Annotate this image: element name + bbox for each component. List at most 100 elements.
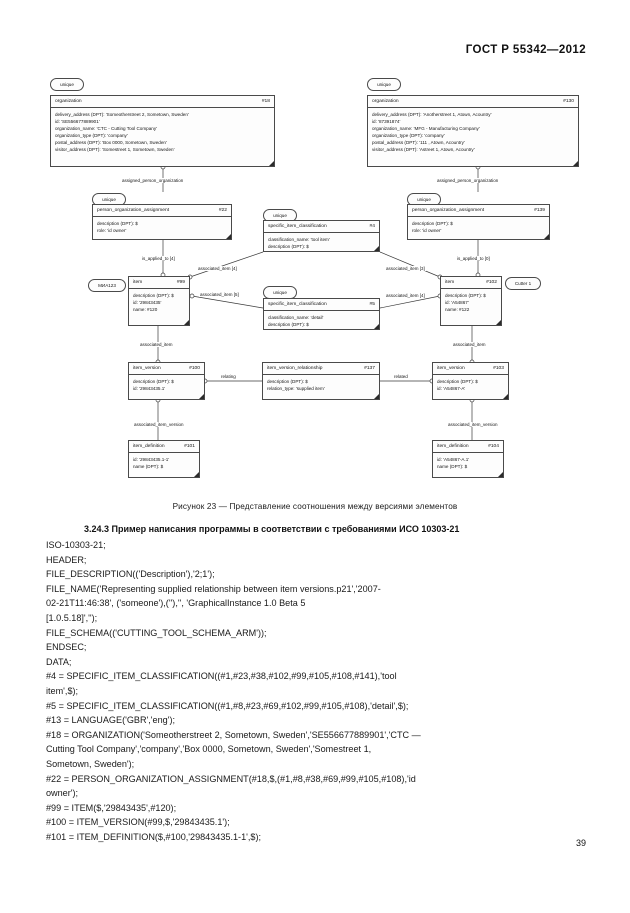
node-ref: #130	[563, 99, 574, 104]
node-attr: id: 'A54867'	[445, 299, 469, 305]
node-attr: description (DPT): $	[97, 220, 138, 226]
node-body: description (DPT): $ role: 'id owner'	[408, 217, 549, 237]
node-title: item_version	[437, 366, 465, 371]
node-title-row: item_definition #104	[433, 441, 503, 454]
node-body: description (DPT): $ relation_type: 'sup…	[263, 375, 379, 395]
code-line: FILE_DESCRIPTION(('Description'),'2;1');	[46, 569, 215, 580]
node-attr: name (DPT): $	[437, 463, 468, 469]
node-title-row: item_version #103	[433, 363, 508, 376]
code-line: 02-21T11:46:38', ('someone'),(''),'', 'G…	[46, 598, 306, 609]
node-attr: description (DPT): $	[133, 292, 174, 298]
node-title: item_version_relationship	[267, 366, 323, 371]
node-body: description (DPT): $ id: '29843435' name…	[129, 289, 189, 316]
node-item-version-103: item_version #103 description (DPT): $ i…	[432, 362, 509, 400]
node-attr: visitor_address (DPT): 'Astreet 1, Atown…	[372, 147, 475, 153]
pill-label: unique	[273, 290, 287, 295]
code-line: ISO-10303-21;	[46, 540, 106, 550]
node-corner-marker	[573, 161, 578, 166]
node-title-row: item_version #100	[129, 363, 204, 376]
code-line: item',$);	[46, 685, 79, 696]
code-line: FILE_SCHEMA(('CUTTING_TOOL_SCHEMA_ARM'))…	[46, 627, 267, 638]
node-attr: description (DPT): $	[133, 378, 174, 384]
node-corner-marker	[194, 472, 199, 477]
node-title-row: item_version_relationship #137	[263, 363, 379, 376]
page-number: 39	[575, 838, 586, 848]
node-title-row: item #99	[129, 277, 189, 290]
node-title-row: specific_item_classification #4	[264, 221, 379, 234]
node-attr: organization_type (DPT): 'company'	[55, 132, 128, 138]
node-attr: id: '29843435.1'	[133, 385, 166, 391]
node-item-102: item #102 description (DPT): $ id: 'A548…	[440, 276, 502, 326]
node-attr: role: 'id owner'	[97, 227, 127, 233]
node-specific-item-classification-5: specific_item_classification #5 classifi…	[263, 298, 380, 330]
node-title: item_definition	[133, 444, 165, 449]
node-title-row: organization #18	[51, 96, 274, 109]
node-ref: #99	[176, 280, 185, 285]
node-ref: #4	[369, 224, 375, 229]
node-title-row: specific_item_classification #5	[264, 299, 379, 312]
node-attr: postal_address (DPT): 'Box 0000, Sometow…	[55, 140, 167, 146]
node-title: item_version	[133, 366, 161, 371]
node-corner-marker	[374, 324, 379, 329]
node-body: id: '29843435.1-1' name (DPT): $	[129, 453, 199, 473]
node-attr: classification_name: 'detail'	[268, 314, 324, 320]
node-person-organization-assignment-139: person_organization_assignment #139 desc…	[407, 204, 550, 240]
code-line: DATA;	[46, 656, 72, 667]
node-title: specific_item_classification	[268, 224, 327, 229]
node-ref: #22	[218, 208, 227, 213]
node-attr: name (DPT): $	[133, 463, 164, 469]
node-attr: id: '87391874'	[372, 118, 401, 124]
code-line: #5 = SPECIFIC_ITEM_CLASSIFICATION((#1,#8…	[46, 700, 409, 711]
node-body: delivery_address (DPT): 'Anotherstreet 1…	[368, 108, 578, 156]
node-ref: #102	[486, 280, 497, 285]
node-body: description (DPT): $ id: '29843435.1'	[129, 375, 204, 395]
node-organization-18: organization #18 delivery_address (DPT):…	[50, 95, 275, 167]
pill-label: unique	[417, 197, 431, 202]
edge-label-assigned-person-organization-left: assigned_person_organization	[121, 178, 185, 183]
edge-label-associated-item-3-right: associated_item [3]	[385, 266, 426, 271]
pill-unique-1: unique	[50, 78, 84, 91]
edge-label-related: related	[393, 374, 409, 379]
node-attr: postal_address (DPT): '111 , Atown, Acou…	[372, 140, 465, 146]
node-corner-marker	[184, 320, 189, 325]
node-specific-item-classification-4: specific_item_classification #4 classifi…	[263, 220, 380, 252]
node-person-organization-assignment-22: person_organization_assignment #22 descr…	[92, 204, 232, 240]
pill-label: Cutter 1	[514, 281, 532, 286]
node-attr: description (DPT): $	[268, 321, 309, 327]
edge-label-associated-item-4-right: associated_item [4]	[385, 293, 426, 298]
node-attr: organization_name: 'MFG - Manufacturing …	[372, 125, 480, 131]
node-title-row: person_organization_assignment #139	[408, 205, 549, 218]
node-attr: description (DPT): $	[445, 292, 486, 298]
node-body: classification_name: 'detail' descriptio…	[264, 311, 379, 331]
node-attr: name: #120	[133, 306, 158, 312]
node-ref: #139	[534, 208, 545, 213]
code-line: ENDSEC;	[46, 642, 87, 653]
code-line: #13 = LANGUAGE('GBR','eng');	[46, 715, 176, 726]
node-attr: classification_name: 'tool item'	[268, 236, 330, 242]
code-line: owner');	[46, 788, 79, 799]
node-attr: id: 'SE556677889901'	[55, 118, 100, 124]
node-ref: #18	[261, 99, 270, 104]
node-attr: id: 'A54867-A.1'	[437, 456, 470, 462]
node-corner-marker	[226, 234, 231, 239]
edge-label-associated-item-4-left: associated_item [4]	[197, 266, 238, 271]
edge-label-associated-item-right: associated_item	[452, 342, 487, 347]
section-heading: 3.24.3 Пример написания программы в соот…	[84, 524, 460, 534]
pill-instance-label: MИA123	[88, 279, 126, 292]
edge-label-is-applied-to-4: is_applied_to [4]	[141, 256, 176, 261]
node-title-row: item_definition #101	[129, 441, 199, 454]
node-title: organization	[55, 99, 82, 104]
node-item-99: item #99 description (DPT): $ id: '29843…	[128, 276, 190, 326]
node-item-definition-101: item_definition #101 id: '29843435.1-1' …	[128, 440, 200, 478]
node-attr: description (DPT): $	[412, 220, 453, 226]
code-line: #4 = SPECIFIC_ITEM_CLASSIFICATION((#1,#2…	[46, 671, 397, 682]
pill-label: MИA123	[98, 283, 116, 288]
node-attr: id: '29843435'	[133, 299, 162, 305]
node-attr: delivery_address (DPT): 'Someotherstreet…	[55, 111, 189, 117]
pill-cutter-label: Cutter 1	[505, 277, 541, 290]
node-title-row: organization #130	[368, 96, 578, 109]
node-corner-marker	[496, 320, 501, 325]
node-corner-marker	[199, 394, 204, 399]
node-organization-130: organization #130 delivery_address (DPT)…	[367, 95, 579, 167]
node-attr: delivery_address (DPT): 'Anotherstreet 1…	[372, 111, 492, 117]
